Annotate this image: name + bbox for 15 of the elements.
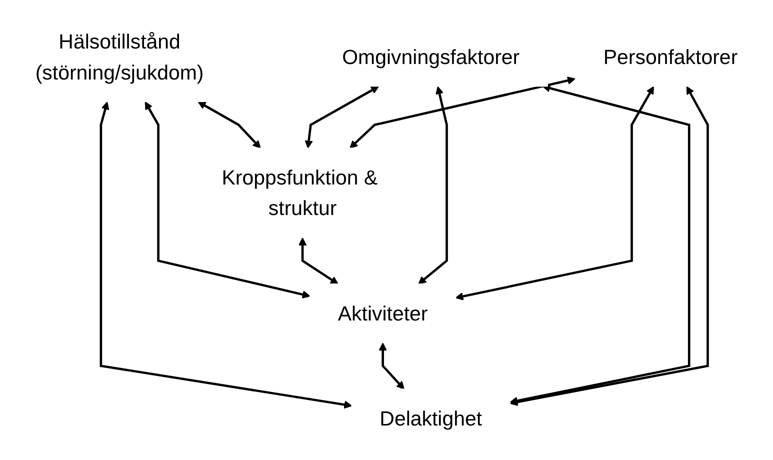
node-text: Hälsotillstånd (störning/sjukdom) (35, 30, 204, 84)
arrow (198, 101, 261, 148)
arrow (455, 86, 654, 300)
node-text: Aktiviteter (338, 302, 428, 325)
arrow (378, 342, 404, 390)
arrow (100, 102, 352, 409)
arrow (298, 237, 338, 284)
arrow (144, 102, 310, 299)
arrow (350, 76, 576, 148)
arrow (418, 86, 448, 284)
node-text: Personfaktorer (603, 45, 738, 69)
node-text: Kroppsfunktion & struktur (222, 166, 378, 220)
arrow (304, 86, 380, 148)
node-text: Omgivningsfaktorer (342, 45, 520, 69)
node-text: Delaktighet (380, 406, 482, 430)
